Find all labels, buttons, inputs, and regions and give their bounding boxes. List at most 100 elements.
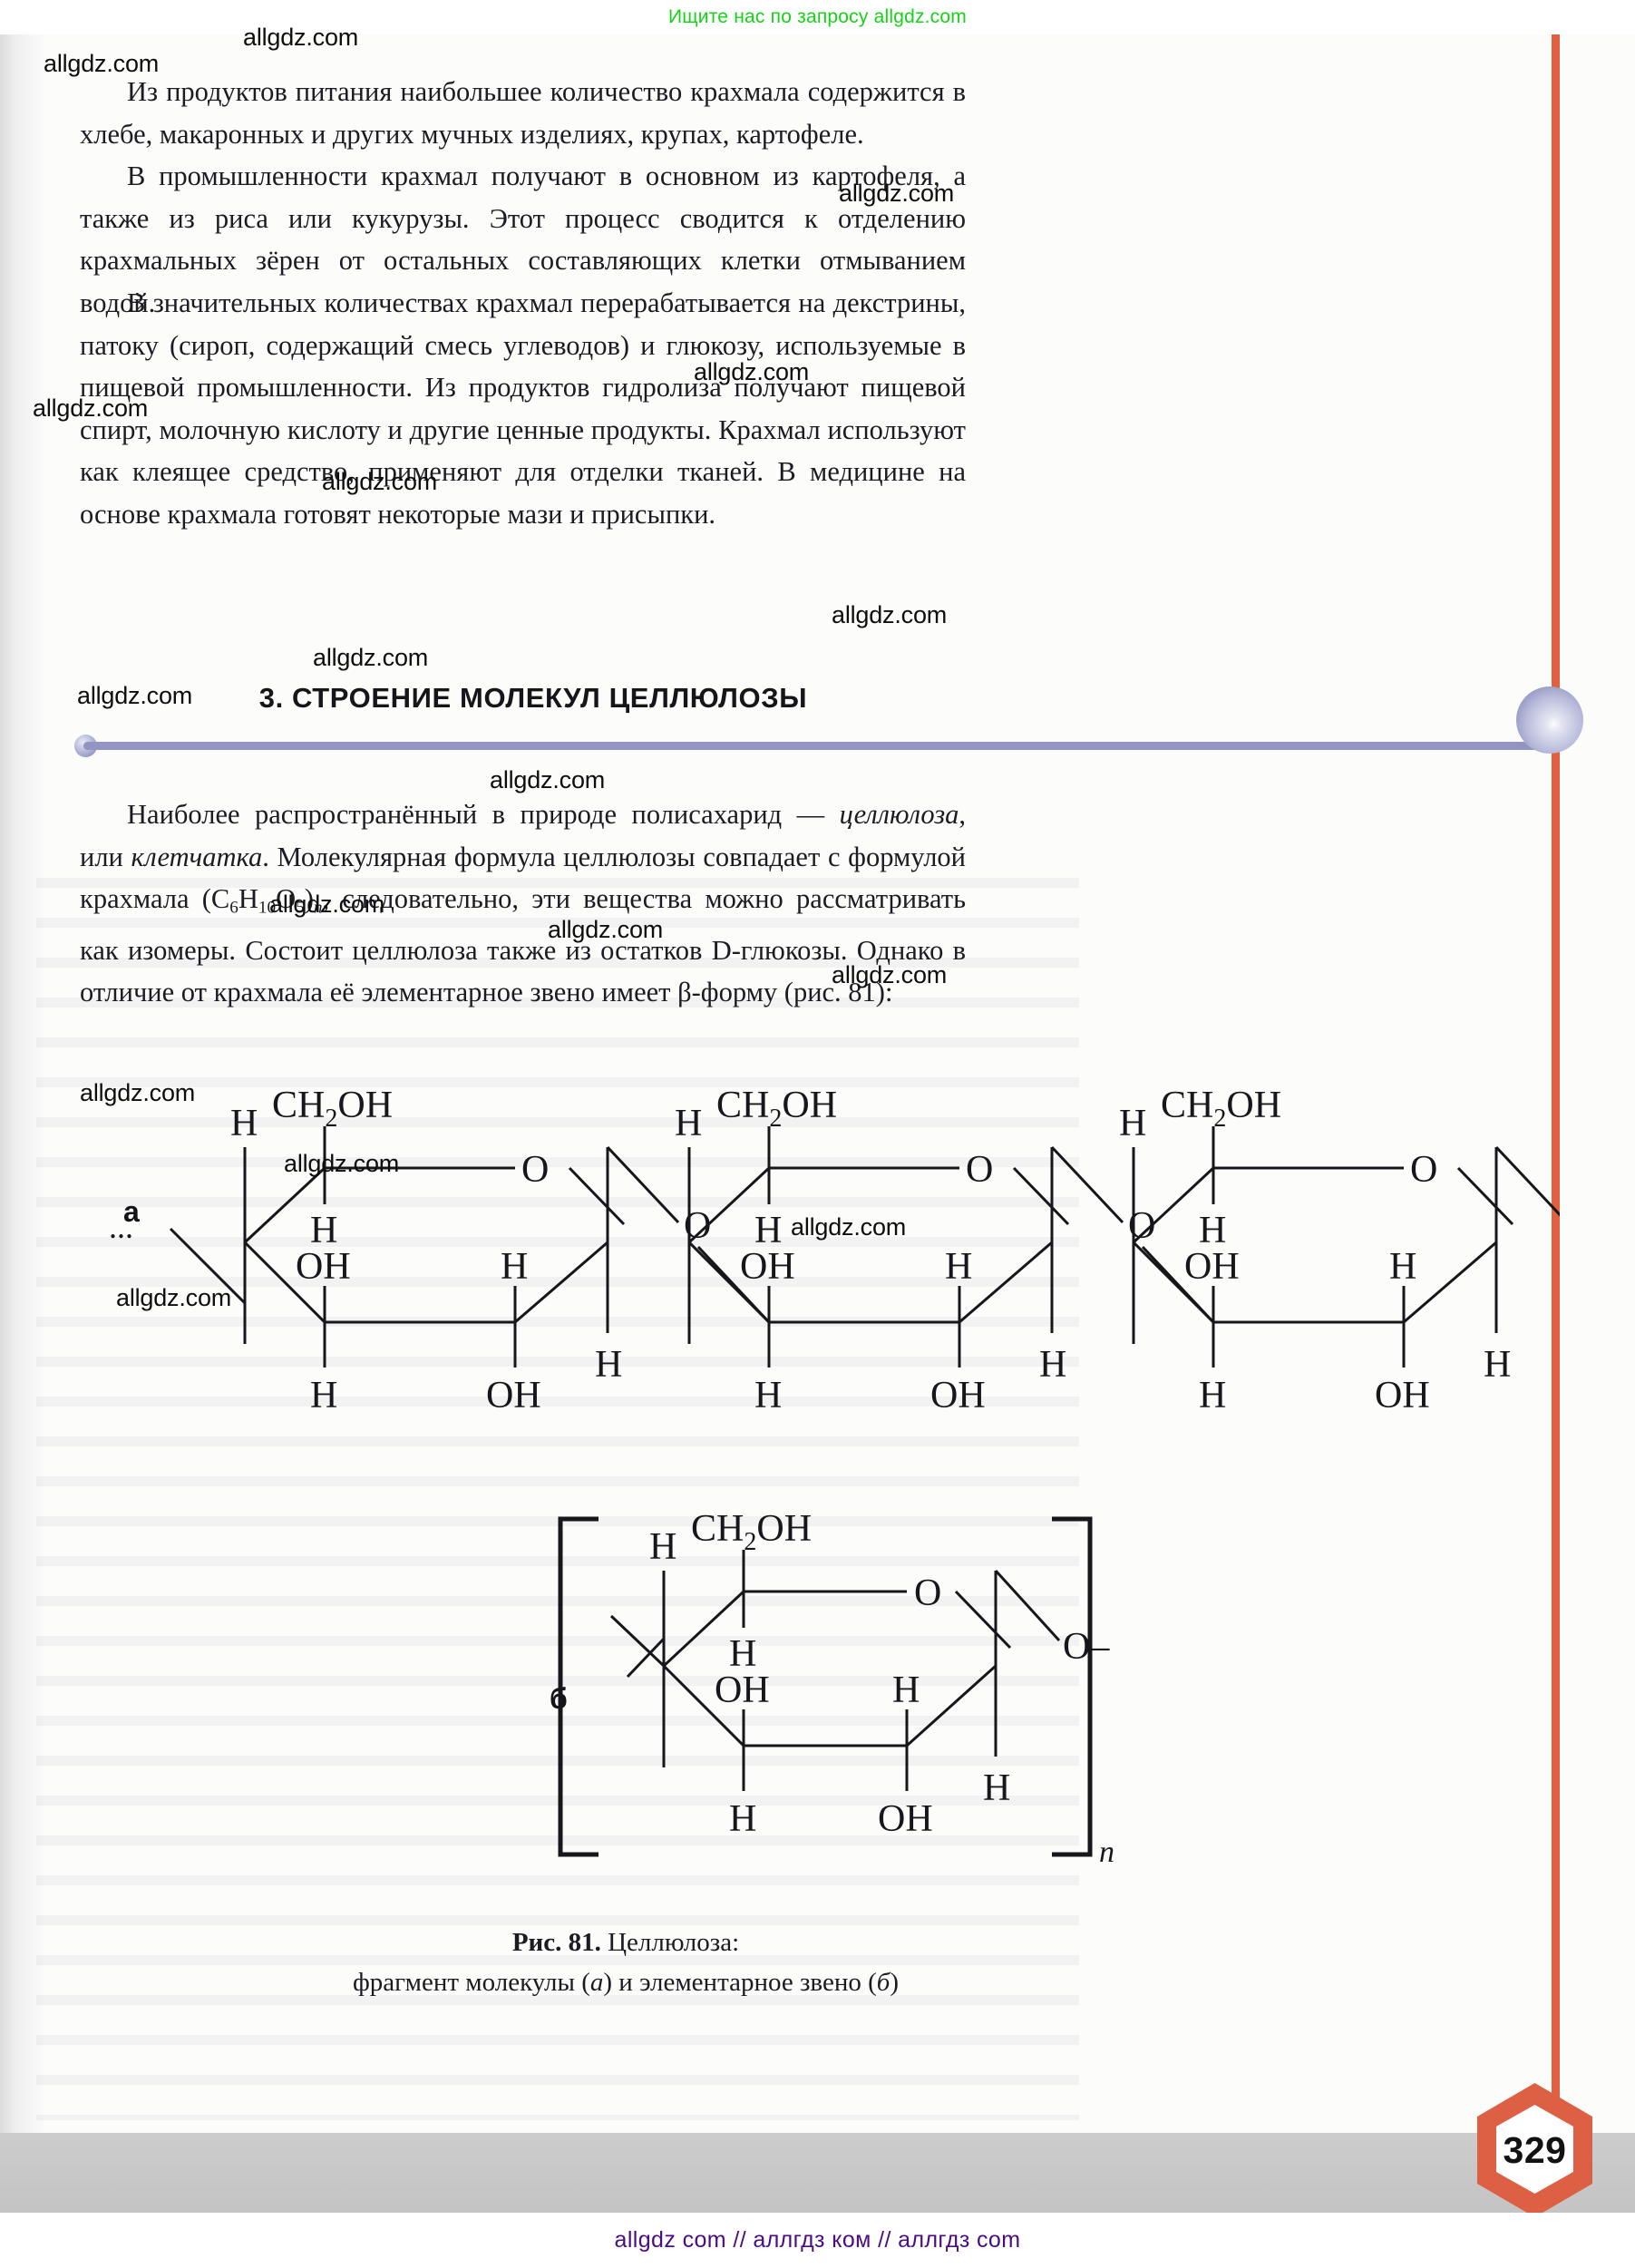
caption-italic-b: б — [876, 1968, 890, 1997]
page-number-text: 329 — [1503, 2128, 1567, 2171]
watermark: allgdz.com — [243, 24, 359, 51]
figure-caption-line1: Рис. 81. Целлюлоза: — [272, 1922, 979, 1962]
caption-text-c: ) — [890, 1968, 900, 1997]
watermark: allgdz.com — [791, 1213, 907, 1241]
bracket-left — [558, 1516, 599, 1857]
cellulose-text-1: Наиболее распространённый в природе поли… — [127, 799, 840, 830]
watermark: allgdz.com — [839, 180, 955, 207]
terminal-oxygen-label: O– — [1063, 1626, 1110, 1668]
svg-text:CH2OH: CH2OH — [1161, 1085, 1281, 1133]
svg-text:H: H — [729, 1633, 756, 1675]
cellulose-text-4: , следовательно, эти вещества можно расс… — [80, 883, 966, 1008]
svg-text:H: H — [754, 1210, 782, 1251]
bracket-right — [1052, 1516, 1093, 1857]
figure-title: Целлюлоза: — [600, 1928, 740, 1957]
svg-text:H: H — [892, 1669, 920, 1711]
term-kletchatka: клетчатка — [131, 841, 263, 872]
svg-text:H: H — [983, 1767, 1010, 1809]
svg-text:H: H — [310, 1375, 337, 1416]
paragraph-text: В значительных количествах крахмал перер… — [80, 287, 966, 530]
caption-text-b: ) и элементарное звено ( — [603, 1968, 877, 1997]
watermark: allgdz.com — [269, 891, 385, 918]
paragraph-cellulose-intro: Наиболее распространённый в природе поли… — [80, 793, 966, 1014]
watermark: allgdz.com — [832, 601, 948, 628]
scanned-page-body — [0, 34, 1635, 2213]
svg-text:O: O — [914, 1572, 941, 1614]
formula-close-paren: ) — [304, 883, 314, 914]
svg-text:H: H — [675, 1103, 702, 1144]
cellulose-text-2: , или — [80, 799, 966, 872]
svg-text:CH2OH: CH2OH — [691, 1508, 812, 1556]
svg-text:H: H — [1389, 1246, 1416, 1288]
figure-number: Рис. 81. — [511, 1928, 601, 1957]
svg-text:H: H — [1039, 1344, 1066, 1386]
watermark: allgdz.com — [77, 682, 193, 709]
figure-caption-line2: фрагмент молекулы (а) и элементарное зве… — [272, 1962, 979, 2002]
hexagon-icon — [1477, 2083, 1592, 2217]
watermark: allgdz.com — [694, 358, 810, 385]
svg-text:O: O — [966, 1149, 993, 1191]
section-heading: 3. СТРОЕНИЕ МОЛЕКУЛ ЦЕЛЛЮЛОЗЫ — [258, 682, 808, 714]
formula-sub-10: 10 — [258, 898, 277, 918]
svg-text:OH: OH — [1375, 1375, 1430, 1416]
svg-text:OH: OH — [1184, 1246, 1240, 1288]
svg-text:H: H — [501, 1246, 528, 1288]
hexagon-inner — [1496, 2105, 1573, 2194]
svg-text:H: H — [1119, 1103, 1146, 1144]
svg-text:H: H — [945, 1246, 972, 1288]
scan-bottom-grey-band — [0, 2133, 1635, 2213]
svg-text:OH: OH — [878, 1798, 933, 1840]
bracket-subscript-n: n — [1099, 1835, 1114, 1869]
cellulose-chain-diagram: ... O CH2OH H H OH H — [109, 1085, 1560, 1416]
chain-ellipsis-left: ... — [109, 1209, 133, 1245]
paragraph-starch-food: Из продуктов питания наибольшее количест… — [80, 71, 966, 155]
svg-text:O: O — [1410, 1149, 1437, 1191]
ch2oh-label: CH2OH — [272, 1085, 393, 1133]
cellulose-monomer-diagram: n O CH2OH H H OH H — [558, 1508, 1114, 1869]
watermark: allgdz.com — [313, 644, 429, 671]
svg-text:OH: OH — [715, 1669, 770, 1711]
svg-text:H: H — [729, 1798, 756, 1840]
svg-text:H: H — [649, 1526, 676, 1568]
watermark: allgdz.com — [490, 766, 606, 793]
right-margin-orange-rule — [1552, 34, 1560, 2213]
caption-italic-a: а — [589, 1968, 604, 1997]
figure-caption: Рис. 81. Целлюлоза: фрагмент молекулы (а… — [272, 1922, 979, 2002]
paragraph-text: Наиболее распространённый в природе поли… — [80, 793, 966, 1014]
svg-text:OH: OH — [930, 1375, 986, 1416]
page-gutter-shadow — [0, 34, 44, 2213]
formula-h: H — [238, 883, 258, 914]
formula-sub-5: 5 — [296, 898, 305, 918]
svg-text:H: H — [1199, 1210, 1226, 1251]
heading-rule — [83, 742, 1554, 750]
svg-text:OH: OH — [296, 1246, 351, 1288]
watermark: allgdz.com — [33, 394, 149, 422]
caption-text-a: фрагмент молекулы ( — [352, 1968, 590, 1997]
svg-text:H: H — [754, 1375, 782, 1416]
formula-sub-n: n — [313, 898, 323, 918]
svg-text:H: H — [310, 1210, 337, 1251]
show-through-bleed — [36, 878, 1079, 2120]
paragraph-text: Из продуктов питания наибольшее количест… — [80, 76, 966, 150]
svg-text:CH2OH: CH2OH — [716, 1085, 837, 1133]
svg-text:OH: OH — [486, 1375, 541, 1416]
svg-text:H: H — [1199, 1375, 1226, 1416]
paragraph-starch-processing: В значительных количествах крахмал перер… — [80, 282, 966, 535]
paragraph-starch-industry: В промышленности крахмал получают в осно… — [80, 155, 966, 324]
svg-text:H: H — [595, 1344, 622, 1386]
ring-oxygen-label: O — [521, 1149, 549, 1191]
watermark: allgdz.com — [548, 916, 664, 943]
watermark: allgdz.com — [80, 1079, 196, 1106]
watermark: allgdz.com — [284, 1150, 400, 1177]
heading-sphere-icon — [1516, 686, 1583, 754]
top-promo-banner: Ищите нас по запросу allgdz.com — [0, 0, 1635, 34]
site-footer-strip: allgdz com // аллгдз ком // аллгдз com — [0, 2213, 1635, 2268]
watermark: allgdz.com — [116, 1284, 232, 1311]
watermark: allgdz.com — [832, 961, 948, 988]
watermark: allgdz.com — [322, 468, 438, 495]
term-cellulose: целлюлоза — [839, 799, 959, 830]
svg-text:H: H — [1484, 1344, 1511, 1386]
watermark: allgdz.com — [44, 50, 160, 77]
svg-text:H: H — [230, 1103, 258, 1144]
